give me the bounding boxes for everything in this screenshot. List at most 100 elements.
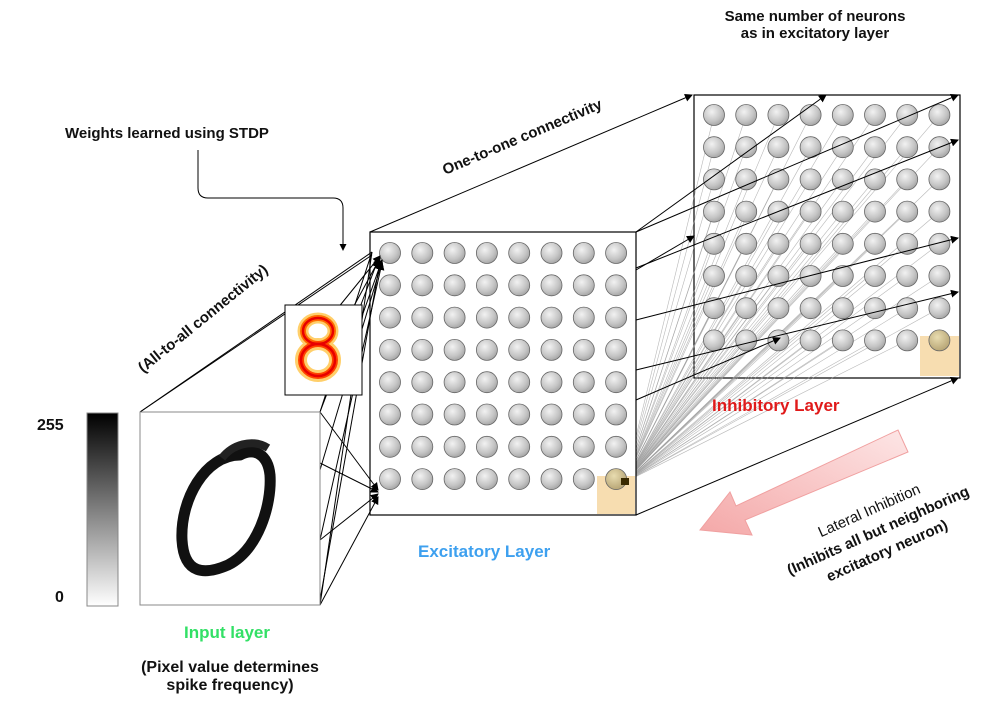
neuron [443, 306, 466, 329]
neuron [605, 338, 627, 361]
neuron [475, 403, 498, 426]
neuron [928, 329, 951, 352]
inhibition-line [624, 340, 908, 483]
neuron [572, 435, 595, 458]
neuron [605, 435, 627, 458]
neuron [735, 104, 758, 126]
inhibition-line [624, 179, 715, 483]
neuron [508, 274, 531, 297]
neuron [831, 265, 854, 287]
neuron [379, 274, 401, 297]
neuron [572, 403, 595, 426]
neuron [443, 274, 466, 297]
neuron [379, 435, 401, 458]
neuron [831, 297, 854, 320]
neuron [605, 274, 627, 297]
neuron [379, 242, 401, 264]
pixel-line1: (Pixel value determines [141, 659, 319, 676]
stdp-label: Weights learned using STDP [65, 125, 269, 142]
neuron [928, 200, 951, 223]
neuron [799, 297, 822, 320]
neuron [831, 329, 854, 352]
neuron [572, 468, 595, 491]
neuron [572, 242, 595, 264]
inhibition-line [624, 147, 715, 483]
neuron [831, 104, 854, 126]
neuron [864, 200, 886, 223]
neuron [831, 232, 854, 255]
inhibition-line [624, 308, 715, 483]
inhibition-line [624, 243, 715, 483]
neuron [896, 232, 919, 255]
neuron [379, 338, 401, 361]
neuron [799, 104, 822, 126]
neuron [411, 435, 434, 458]
neuron [864, 168, 886, 191]
neuron [540, 371, 563, 394]
same-number-line2: as in excitatory layer [740, 25, 890, 42]
neuron [443, 242, 466, 264]
neuron [735, 168, 758, 191]
neuron [411, 274, 434, 297]
neuron [443, 403, 466, 426]
neuron [411, 371, 434, 394]
neuron [896, 329, 919, 352]
neuron [540, 435, 563, 458]
inhibition-line [624, 275, 908, 483]
neuron [508, 338, 531, 361]
neuron [411, 338, 434, 361]
input-layer-label: Input layer [184, 623, 270, 642]
neuron [475, 338, 498, 361]
neuron [411, 468, 434, 491]
neuron [896, 200, 919, 223]
inhibition-line [624, 340, 779, 483]
inhibition-line [624, 308, 747, 483]
neuron [540, 338, 563, 361]
neuron [864, 297, 886, 320]
inhibition-line [624, 179, 747, 483]
neuron [540, 403, 563, 426]
neuron [735, 329, 758, 352]
neuron [703, 232, 725, 255]
neuron [703, 104, 725, 126]
lateral-inhibition-arrow [699, 429, 909, 536]
neuron [475, 274, 498, 297]
neuron [928, 168, 951, 191]
inhibition-line [624, 340, 715, 483]
inhibition-line [624, 307, 908, 483]
inhibition-line [624, 114, 715, 483]
neuron [703, 265, 725, 287]
neuron [703, 297, 725, 320]
neuron [799, 232, 822, 255]
neuron [411, 242, 434, 264]
excitatory-neuron-grid [379, 242, 627, 491]
neuron [767, 232, 790, 255]
neuron [508, 435, 531, 458]
neuron [864, 104, 886, 126]
neuron [864, 265, 886, 287]
neuron [864, 329, 886, 352]
neuron [379, 468, 401, 491]
neuron [896, 265, 919, 287]
inhibition-line [624, 307, 940, 483]
neuron [767, 168, 790, 191]
neuron [767, 329, 790, 352]
neuron [605, 306, 627, 329]
neuron [928, 297, 951, 320]
inhibitory-layer-label: Inhibitory Layer [712, 396, 840, 415]
inhibition-line [624, 243, 908, 483]
heatmap-eight-icon [295, 312, 341, 382]
neuron [572, 274, 595, 297]
neuron [572, 371, 595, 394]
neuron [508, 371, 531, 394]
stdp-arrow [197, 150, 347, 251]
convergence-point [621, 478, 629, 485]
neuron [767, 297, 790, 320]
neuron [928, 104, 951, 126]
inhibition-line [624, 340, 843, 483]
neuron [735, 200, 758, 223]
neuron [540, 306, 563, 329]
inhibition-lines [624, 114, 940, 483]
inhibition-line [624, 211, 747, 483]
